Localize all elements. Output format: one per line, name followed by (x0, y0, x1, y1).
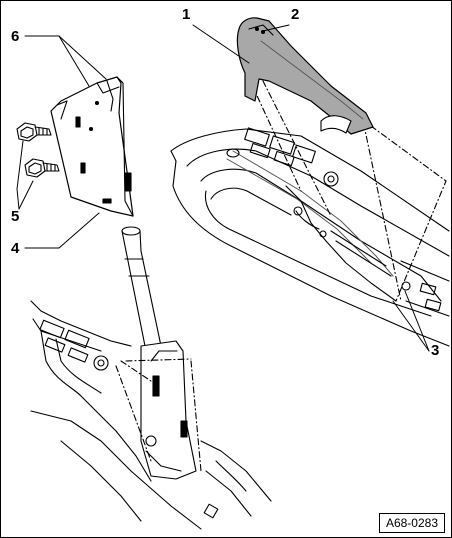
callout-4: 4 (11, 240, 20, 257)
callout-5: 5 (11, 208, 20, 225)
leader-6b (58, 35, 107, 80)
lower-lever-assembly (30, 226, 272, 530)
leader-6a (24, 35, 90, 87)
leader-lines (16, 24, 430, 352)
callout-1: 1 (182, 6, 191, 23)
figure-reference: A68-0283 (378, 513, 445, 533)
handbrake-grip-cover (236, 17, 374, 135)
callout-3: 3 (431, 342, 440, 359)
bolts (16, 122, 60, 178)
mounting-bracket-cover (50, 76, 134, 217)
leader-5b (18, 180, 34, 210)
leader-3a (392, 300, 430, 352)
callout-2: 2 (291, 6, 300, 23)
leader-2 (262, 24, 290, 32)
right-console-assembly (170, 60, 450, 347)
leader-5a (16, 140, 24, 210)
leader-3b (404, 290, 430, 352)
callout-6: 6 (11, 28, 20, 45)
bolt-upper (16, 122, 52, 142)
leader-4 (24, 212, 100, 249)
bolt-lower (24, 158, 60, 178)
leader-1 (192, 24, 250, 64)
